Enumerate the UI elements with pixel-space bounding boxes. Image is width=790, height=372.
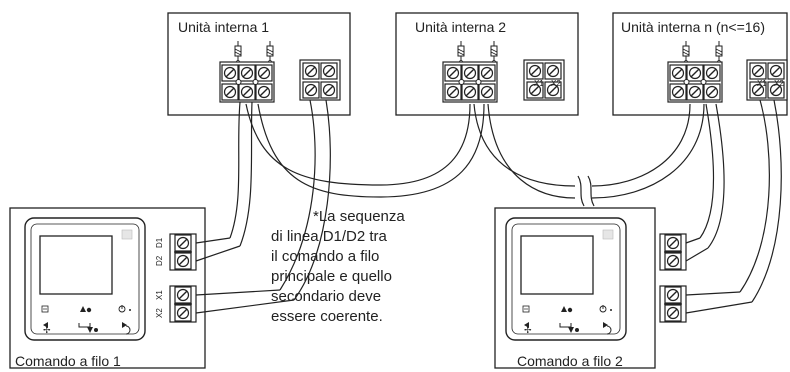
cables <box>195 99 782 314</box>
note-line-1: *La sequenza <box>313 208 405 225</box>
wiring-note: *La sequenza di linea D1/D2 tra il coman… <box>271 207 471 327</box>
indoor-unit-1 <box>167 12 351 116</box>
note-line-3: il comando a filo <box>271 248 380 265</box>
note-line-5: secondario deve <box>271 288 382 305</box>
note-line-2: di linea D1/D2 tra <box>271 228 387 245</box>
indoor-unit-n-label: Unità interna n (n<=16) <box>621 19 765 35</box>
controller-1-buttons: ✢ <box>43 325 131 335</box>
ctrl-1-x1-label: X1 <box>155 290 164 300</box>
note-line-6: essere coerente. <box>271 308 383 325</box>
ctrl-1-d2-label: D2 <box>155 255 164 266</box>
indoor-unit-1-label: Unità interna 1 <box>178 19 269 35</box>
indoor-n-x1-label: X1 <box>757 79 767 88</box>
ctrl-1-d1-label: D1 <box>155 237 164 248</box>
indoor-2-x2-label: X2 <box>551 79 561 88</box>
note-line-4: principale e quello <box>271 268 392 285</box>
indoor-n-x2-label: X2 <box>774 79 784 88</box>
controller-1-label: Comando a filo 1 <box>15 353 121 369</box>
controller-2-buttons: ✢ <box>524 325 612 335</box>
ctrl-1-x2-label: X2 <box>155 308 164 318</box>
wired-controller-2 <box>494 207 686 369</box>
wired-controller-1 <box>9 207 206 369</box>
indoor-unit-n <box>612 12 788 116</box>
svg-text:✢: ✢ <box>524 325 532 335</box>
svg-text:✢: ✢ <box>43 325 51 335</box>
controller-2-label: Comando a filo 2 <box>517 353 623 369</box>
indoor-2-x1-label: X1 <box>534 79 544 88</box>
indoor-unit-2-label: Unità interna 2 <box>415 19 506 35</box>
indoor-unit-2 <box>395 12 579 116</box>
